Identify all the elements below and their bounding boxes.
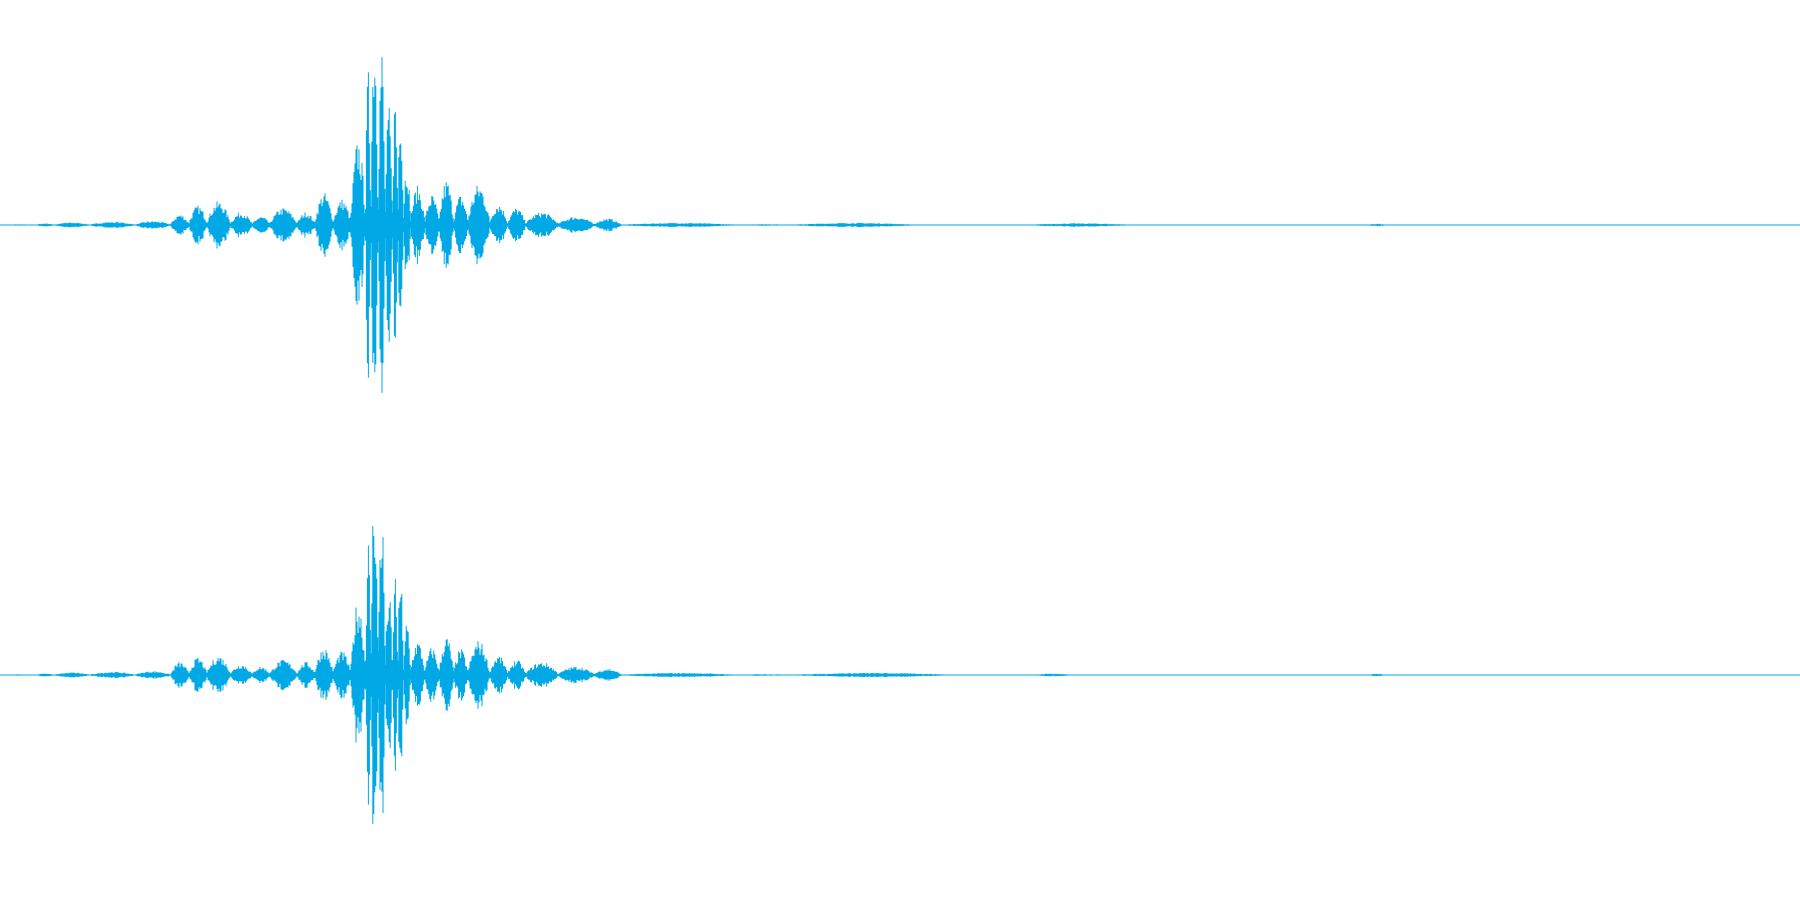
channel-2-segment-6 [170,662,190,688]
channel-1-segment-20 [391,112,398,338]
channel-2-segment-36 [953,674,1036,676]
channel-2-segment-25 [438,639,454,711]
channel-2-segment-13 [314,650,334,700]
channel-1-segment-2 [35,223,55,227]
channel-2-waveform [0,526,1800,824]
channel-1-segment-22 [402,180,411,270]
channel-1-segment-14 [332,199,352,251]
channel-2-segment-21 [397,593,404,757]
channel-2-segment-12 [296,662,316,688]
channel-1-segment-11 [269,208,298,242]
channel-1-segment-4 [89,221,136,229]
channel-1-segment-15 [350,145,366,305]
channel-1-segment-9 [229,212,252,238]
channel-1-segment-36 [918,224,1026,226]
channel-2-segment-22 [402,625,411,725]
channel-2-segment-5 [134,671,172,679]
channel-2-segment-1 [0,674,37,676]
channel-1-segment-27 [467,185,490,265]
channel-2-segment-26 [453,649,469,701]
channel-2-segment-27 [467,641,490,709]
channel-1-segment-6 [170,215,190,235]
channel-2-segment-32 [593,669,622,681]
channel-1-segment-33 [620,223,739,227]
channel-1-segment-8 [206,201,231,249]
channel-1-segment-1 [0,224,37,226]
channel-1-segment-5 [134,221,172,229]
channel-1-segment-23 [409,185,425,265]
channel-2-segment-15 [350,607,366,743]
channel-1-segment-7 [188,205,208,245]
channel-1-segment-21 [397,143,404,307]
channel-1-segment-24 [424,196,440,254]
channel-2-segment-9 [229,666,252,684]
channel-1-segment-18 [377,57,386,393]
channel-2-segment-3 [53,672,91,678]
channel-2-segment-34 [737,674,793,676]
channel-2-segment-11 [269,660,298,690]
channel-1-segment-31 [557,217,595,233]
channel-2-segment-10 [251,667,271,683]
channel-1-segment-17 [370,77,379,373]
channel-1-segment-10 [251,217,271,233]
channel-1-segment-19 [384,108,393,342]
channel-1-segment-25 [438,182,454,268]
channel-2-segment-29 [507,660,527,690]
channel-1-segment-16 [364,72,371,378]
channel-2-segment-20 [391,579,398,771]
channel-2-segment-39 [1367,673,1387,677]
channel-1-segment-3 [53,222,91,228]
channel-2-segment-14 [332,651,352,699]
channel-2-segment-18 [377,537,386,813]
channel-2-segment-28 [489,656,508,694]
channel-1-segment-37 [1025,223,1135,227]
channel-2-segment-23 [409,644,425,706]
channel-2-segment-7 [188,658,208,692]
channel-2-segment-16 [364,545,371,805]
channel-2-segment-17 [370,526,379,824]
channel-2-segment-4 [89,671,136,679]
channel-1-segment-12 [296,212,316,238]
channel-2-segment-33 [620,672,739,678]
channel-2-segment-35 [791,672,955,678]
channel-2-segment-24 [424,648,440,702]
channel-2-segment-31 [557,666,595,684]
channel-1-segment-30 [525,212,559,238]
channel-2-segment-2 [35,673,55,677]
channel-1-segment-26 [453,196,469,254]
channel-1-segment-13 [314,193,334,257]
channel-2-segment-30 [525,663,559,687]
channel-1-segment-28 [489,206,508,244]
channel-1-segment-34 [737,224,793,226]
channel-1-segment-29 [507,208,527,242]
channel-1-waveform [0,57,1800,393]
channel-1-segment-32 [593,218,622,232]
channel-2-segment-37 [1034,673,1072,677]
channel-1-segment-35 [791,222,919,228]
channel-1-segment-39 [1367,223,1387,227]
channel-2-segment-8 [206,658,231,692]
channel-2-segment-19 [384,602,393,748]
